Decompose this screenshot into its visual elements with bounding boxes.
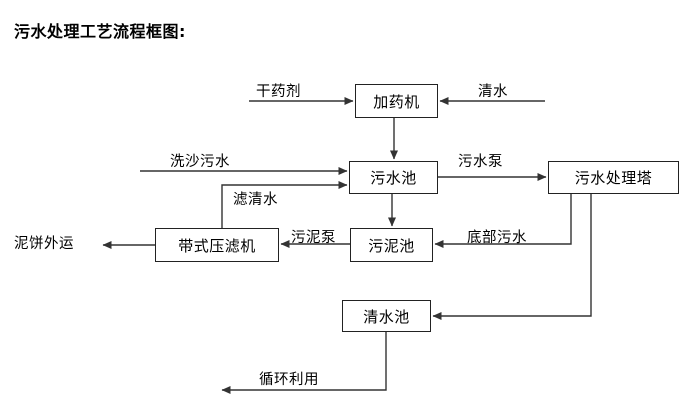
- edge-label-sand-wash-water: 洗沙污水: [170, 154, 230, 170]
- edge-label-wastewater-pump: 污水泵: [458, 154, 503, 170]
- page-title: 污水处理工艺流程框图:: [14, 22, 186, 41]
- node-wastewater-pool[interactable]: 污水池: [349, 161, 438, 194]
- terminal-label-mud-cake-out: 泥饼外运: [14, 236, 74, 252]
- node-dosing-machine[interactable]: 加药机: [355, 84, 438, 118]
- edge-label-clean-water-in: 清水: [478, 84, 508, 100]
- edge-treatment-tower-to-clean-water-pool: [432, 194, 592, 320]
- edge-label-filtered-water: 滤清水: [233, 192, 278, 208]
- node-sludge-pool[interactable]: 污泥池: [350, 228, 433, 262]
- edge-label-sludge-pump: 污泥泵: [291, 230, 336, 246]
- edge-label-recycle-reuse: 循环利用: [259, 372, 319, 388]
- node-clean-water-pool[interactable]: 清水池: [342, 300, 431, 332]
- edge-clean-water-pool-to-recycle: [221, 332, 387, 394]
- node-belt-filter-press[interactable]: 带式压滤机: [155, 228, 279, 262]
- edge-label-dry-chemical: 干药剂: [256, 84, 301, 100]
- edge-treatment-tower-to-sludge-pool: [434, 194, 572, 248]
- node-treatment-tower[interactable]: 污水处理塔: [548, 161, 679, 194]
- edge-label-bottom-wastewater: 底部污水: [467, 230, 527, 246]
- edge-belt-filter-press-to-wastewater-pool: [221, 181, 348, 228]
